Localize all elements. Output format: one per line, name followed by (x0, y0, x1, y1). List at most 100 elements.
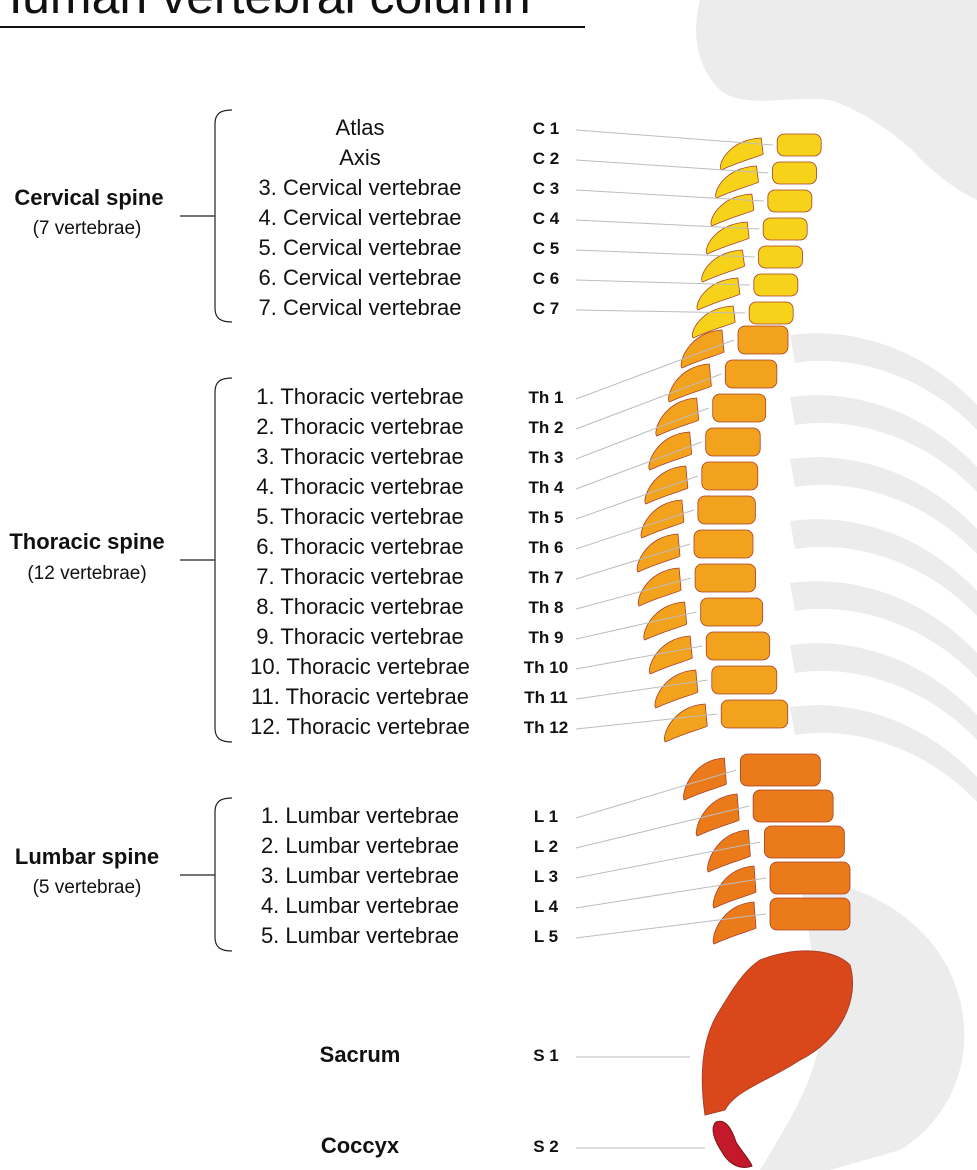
vertebra-name: Axis (339, 145, 381, 170)
vertebra-name: 11. Thoracic vertebrae (250, 684, 470, 709)
vertebra-code: L 2 (533, 837, 559, 856)
vertebra-name: 1. Lumbar vertebrae (260, 803, 460, 828)
cervical-process (705, 221, 750, 255)
thoracic-vertebra-body (705, 427, 761, 457)
leader-line (575, 407, 709, 460)
coccyx-shape (712, 1120, 753, 1168)
lumbar-process (707, 829, 751, 873)
vertebra-code: Th 5 (528, 508, 564, 527)
diagram-title: Human vertebral column (0, 0, 531, 26)
vertebra-name: 12. Thoracic vertebrae (250, 714, 470, 739)
leader-line (575, 805, 750, 849)
leader-line (575, 441, 702, 490)
thoracic-process (643, 601, 688, 641)
cervical-vertebra-body (762, 217, 808, 241)
cervical-vertebra-body (753, 273, 799, 297)
rib-silhouette (790, 643, 977, 740)
thoracic-process (664, 703, 708, 743)
vertebra-name: Coccyx (320, 1133, 400, 1158)
lumbar-process (712, 865, 757, 909)
vertebra-code: S 2 (533, 1137, 559, 1156)
vertebra-code: Th 10 (523, 658, 569, 677)
vertebra-name: 7. Thoracic vertebrae (256, 564, 464, 589)
vertebra-name: 3. Cervical vertebrae (258, 175, 462, 200)
thoracic-vertebra-body (711, 665, 778, 695)
vertebra-code: Th 11 (524, 688, 568, 707)
vertebra-name: 4. Thoracic vertebrae (256, 474, 464, 499)
vertebra-name: 7. Cervical vertebrae (258, 295, 462, 320)
lumbar-vertebra-body (752, 789, 834, 823)
vertebra-code: Th 7 (528, 568, 564, 587)
thoracic-vertebra-body (705, 631, 771, 661)
leader-line (575, 611, 697, 640)
vertebra-code: C 1 (532, 119, 560, 138)
cervical-process (696, 277, 741, 311)
vertebra-name: 1. Thoracic vertebrae (256, 384, 464, 409)
group-cervical-count: (7 vertebrae) (32, 218, 142, 239)
vertebra-name: 5. Lumbar vertebrae (260, 923, 460, 948)
vertebra-code: C 4 (532, 209, 560, 228)
leader-line (575, 159, 769, 174)
lumbar-process (695, 793, 740, 837)
leader-line (575, 339, 735, 400)
vertebra-code: C 3 (532, 179, 560, 198)
group-thoracic-count: (12 vertebrae) (27, 563, 147, 584)
vertebra-code: C 2 (532, 149, 560, 168)
vertebra-name: 3. Thoracic vertebrae (256, 444, 464, 469)
leader-line (575, 373, 722, 430)
vertebra-name: 3. Lumbar vertebrae (260, 863, 460, 888)
leader-line (575, 577, 692, 610)
vertebra-code: Th 8 (528, 598, 564, 617)
thoracic-vertebra-body (720, 699, 789, 729)
vertebra-name: 2. Thoracic vertebrae (256, 414, 464, 439)
vertebra-name: 10. Thoracic vertebrae (250, 654, 470, 679)
vertebra-code: S 1 (533, 1046, 559, 1065)
vertebra-name: 5. Cervical vertebrae (258, 235, 462, 260)
lumbar-vertebra-body (763, 825, 845, 859)
sacrum-shape (701, 950, 854, 1116)
cervical-vertebra-body (748, 301, 794, 325)
group-thoracic-name: Thoracic spine (9, 529, 165, 554)
group-cervical-name: Cervical spine (14, 185, 164, 210)
title-underline (0, 26, 585, 28)
cervical-vertebra-body (758, 245, 803, 269)
leader-line (575, 679, 708, 700)
leader-line (575, 475, 698, 520)
rib-silhouette (790, 395, 977, 492)
thoracic-process (648, 431, 693, 471)
vertebra-code: Th 3 (528, 448, 564, 467)
thoracic-vertebra-body (693, 529, 754, 559)
thoracic-process (654, 669, 699, 709)
vertebra-code: Th 1 (528, 388, 564, 407)
group-lumbar-name: Lumbar spine (14, 844, 160, 869)
leader-line (575, 877, 767, 909)
cervical-vertebra-body (776, 133, 822, 157)
thoracic-process (640, 499, 685, 539)
vertebra-name: 6. Thoracic vertebrae (256, 534, 464, 559)
head-silhouette (696, 0, 977, 200)
leader-line (575, 279, 750, 286)
rib-silhouette (790, 705, 977, 802)
thoracic-vertebra-body (697, 495, 756, 525)
vertebra-name: 5. Thoracic vertebrae (256, 504, 464, 529)
rib-silhouette (790, 333, 977, 430)
leader-line (575, 189, 764, 202)
vertebra-code: Th 9 (528, 628, 564, 647)
cervical-vertebra-body (772, 161, 817, 185)
vertebra-code: Th 12 (523, 718, 569, 737)
rib-silhouette (790, 457, 977, 554)
leader-line (575, 309, 746, 314)
vertebra-code: L 5 (533, 927, 559, 946)
thoracic-process (649, 635, 693, 675)
cervical-vertebra-body (767, 189, 813, 213)
cervical-process (701, 249, 745, 283)
leader-line (575, 713, 718, 730)
vertebra-name: 9. Thoracic vertebrae (256, 624, 464, 649)
rib-silhouette (790, 519, 977, 616)
thoracic-vertebra-body (700, 597, 764, 627)
thoracic-process (636, 533, 681, 573)
leader-line (575, 219, 760, 230)
leader-line (575, 769, 737, 819)
